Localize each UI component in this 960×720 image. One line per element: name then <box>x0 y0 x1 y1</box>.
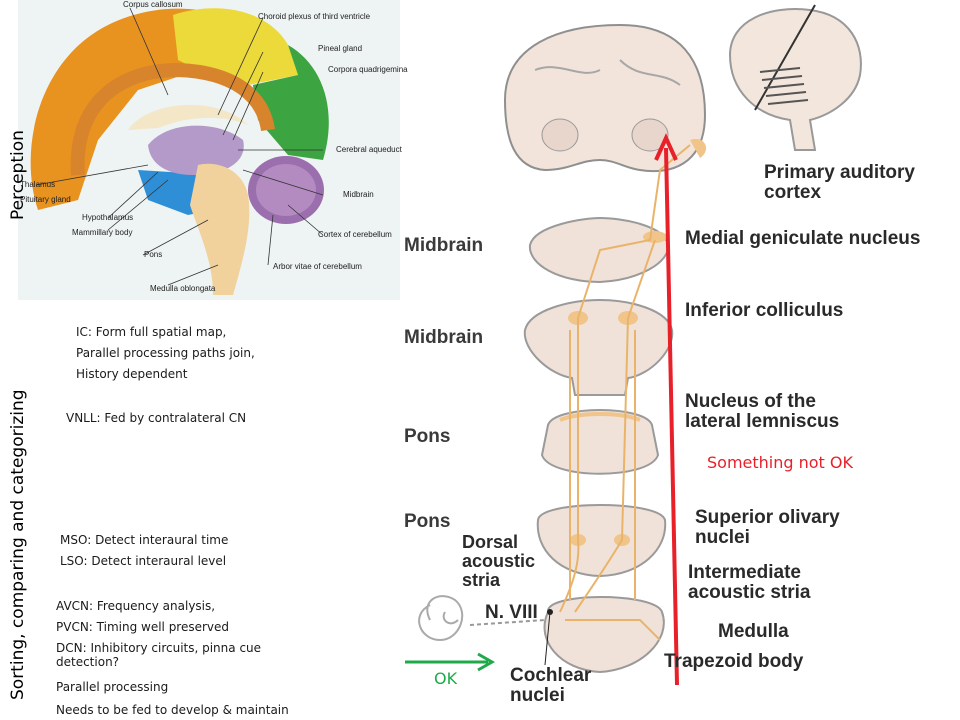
label-mammillary-body: Mammillary body <box>72 228 133 237</box>
superior-olivary-line2: nuclei <box>695 527 750 548</box>
level-midbrain-upper: Midbrain <box>404 235 484 256</box>
label-cochlear-nuclei: Cochlear nuclei <box>510 666 591 706</box>
note-pvcn: PVCN: Timing well preserved <box>56 620 230 634</box>
green-arrow-head <box>477 652 496 672</box>
lateral-lemniscus-line1: Nucleus of the <box>685 391 816 412</box>
label-medulla-oblongata: Medulla oblongata <box>150 284 216 293</box>
label-cerebral-aqueduct: Cerebral aqueduct <box>336 145 402 154</box>
note-parallel: Parallel processing <box>56 680 169 694</box>
label-medulla: Medulla <box>718 621 789 642</box>
superior-olivary-line1: Superior olivary <box>695 507 840 528</box>
label-hypothalamus: Hypothalamus <box>82 213 134 222</box>
label-corpus-callosum: Corpus callosum <box>123 0 183 9</box>
sagittal-brain-illustration <box>30 7 329 295</box>
label-lateral-lemniscus: Nucleus of the lateral lemniscus <box>685 392 839 432</box>
red-arrow-head <box>654 133 678 161</box>
ok-label: OK <box>434 669 458 688</box>
label-medial-geniculate-nucleus: Medial geniculate nucleus <box>685 228 921 249</box>
primary-auditory-cortex-line1: Primary auditory <box>764 162 915 183</box>
level-pons-upper: Pons <box>404 426 451 447</box>
label-n-viii: N. VIII <box>485 602 538 623</box>
note-ic-line1: IC: Form full spatial map, <box>76 325 227 339</box>
intermediate-stria-line2: acoustic stria <box>688 582 811 603</box>
note-lso: LSO: Detect interaural level <box>60 554 227 568</box>
label-pineal-gland: Pineal gland <box>318 44 363 53</box>
label-thalamus: Thalamus <box>20 180 56 189</box>
label-inferior-colliculus: Inferior colliculus <box>685 300 844 321</box>
label-superior-olivary-nuclei: Superior olivary nuclei <box>695 508 840 548</box>
label-arbor-vitae: Arbor vitae of cerebellum <box>273 262 362 271</box>
cochlear-nuclei-line2: nuclei <box>510 685 565 706</box>
label-trapezoid-body: Trapezoid body <box>664 651 804 672</box>
cochlear-nuclei-line1: Cochlear <box>510 665 592 686</box>
level-pons-lower: Pons <box>404 511 451 532</box>
level-midbrain-lower: Midbrain <box>404 327 484 348</box>
intermediate-stria-line1: Intermediate <box>688 562 801 583</box>
label-dorsal-acoustic-stria: Dorsal acoustic stria <box>462 533 535 590</box>
note-dcn-line1: DCN: Inhibitory circuits, pinna cue <box>56 641 262 655</box>
note-ic-line2: Parallel processing paths join, <box>76 346 255 360</box>
note-avcn: AVCN: Frequency analysis, <box>56 599 216 613</box>
label-choroid-plexus: Choroid plexus of third ventricle <box>258 12 371 21</box>
note-mso: MSO: Detect interaural time <box>60 533 229 547</box>
red-arrow-line <box>664 147 679 686</box>
note-dcn-line2: detection? <box>56 655 120 669</box>
something-not-ok-label: Something not OK <box>707 453 853 472</box>
label-corpora-quadrigemina: Corpora quadrigemina <box>328 65 408 74</box>
note-needs: Needs to be fed to develop & maintain <box>56 703 289 717</box>
primary-auditory-cortex-line2: cortex <box>764 182 822 203</box>
label-intermediate-acoustic-stria: Intermediate acoustic stria <box>688 563 811 603</box>
dorsal-stria-line2: acoustic <box>462 551 536 571</box>
dorsal-stria-line1: Dorsal <box>462 532 519 552</box>
label-pons: Pons <box>144 250 163 259</box>
dorsal-stria-line3: stria <box>462 570 501 590</box>
label-midbrain: Midbrain <box>343 190 374 199</box>
lateral-lemniscus-line2: lateral lemniscus <box>685 411 840 432</box>
label-pituitary-gland: Pituitary gland <box>20 195 71 204</box>
label-primary-auditory-cortex: Primary auditory cortex <box>764 163 915 203</box>
label-cortex-of-cerebellum: Cortex of cerebellum <box>318 230 392 239</box>
sagittal-brain-figure: Corpus callosum Choroid plexus of third … <box>18 0 408 300</box>
note-vnll: VNLL: Fed by contralateral CN <box>66 411 247 425</box>
note-ic-line3: History dependent <box>76 367 188 381</box>
